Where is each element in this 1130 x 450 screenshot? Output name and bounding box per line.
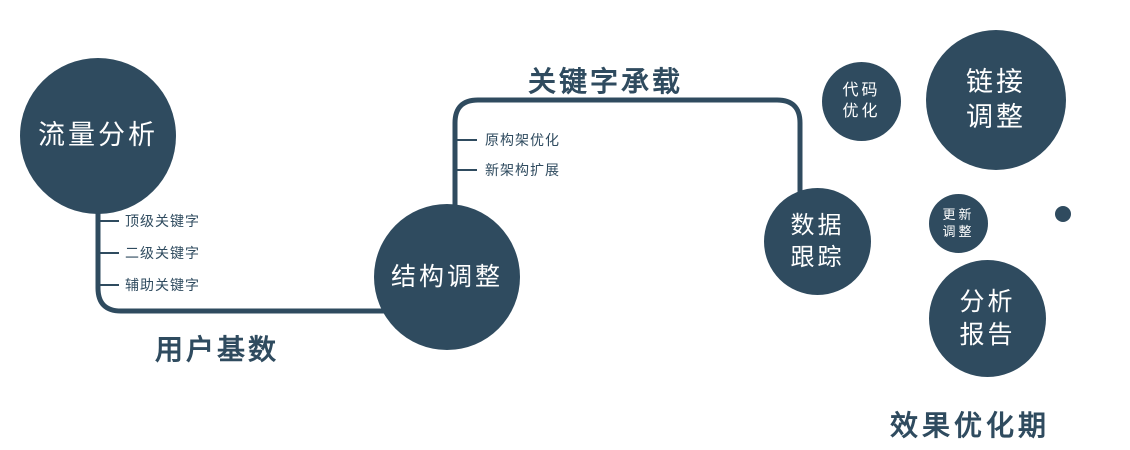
node-traffic-analysis: 流量分析 — [20, 58, 176, 214]
node-link-adjustment-label: 链接 调整 — [966, 66, 1026, 132]
tick-label-top-keywords: 顶级关键字 — [125, 213, 200, 229]
tick-label-secondary-keywords: 二级关键字 — [125, 245, 200, 261]
node-data-tracking-label: 数据 跟踪 — [790, 212, 845, 271]
caption-effect-optimization-period: 效果优化期 — [890, 410, 1051, 441]
node-data-tracking: 数据 跟踪 — [764, 188, 871, 295]
node-update-adjustment-label: 更新 调整 — [942, 206, 975, 239]
tick-label-auxiliary-keywords: 辅助关键字 — [125, 277, 200, 293]
node-analysis-report-label: 分析 报告 — [959, 288, 1016, 349]
node-link-adjustment: 链接 调整 — [926, 30, 1066, 170]
node-structure-adjustment-label: 结构调整 — [390, 262, 503, 291]
small-dot — [1055, 206, 1071, 222]
node-update-adjustment: 更新 调整 — [929, 194, 988, 253]
node-code-optimization: 代码 优化 — [822, 62, 901, 141]
node-structure-adjustment: 结构调整 — [374, 204, 520, 350]
edge-label-user-base: 用户基数 — [155, 334, 280, 365]
middle-tick-marks — [455, 139, 477, 171]
node-code-optimization-label: 代码 优化 — [842, 81, 881, 120]
left-tick-marks — [98, 220, 119, 286]
keyword-connector-path — [452, 97, 803, 208]
node-analysis-report: 分析 报告 — [929, 260, 1046, 377]
node-traffic-analysis-label: 流量分析 — [38, 120, 158, 151]
tick-label-original-architecture: 原构架优化 — [485, 132, 560, 148]
tick-label-new-architecture: 新架构扩展 — [485, 162, 560, 178]
edge-label-keyword-carrying: 关键字承载 — [528, 66, 684, 97]
